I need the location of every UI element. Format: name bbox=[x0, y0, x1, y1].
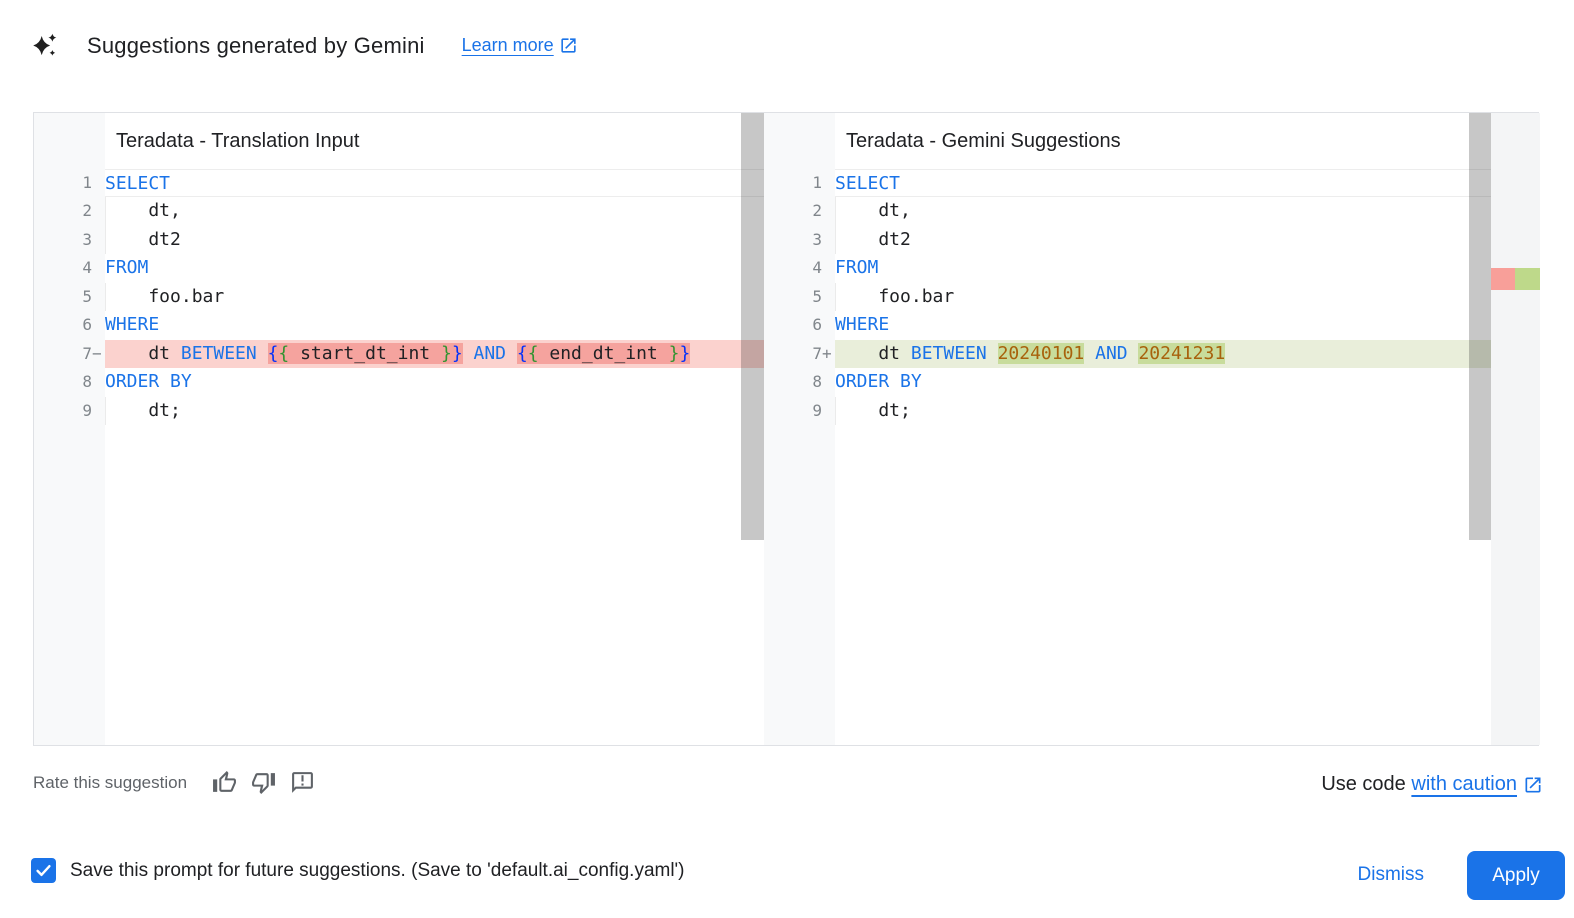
thumb-up-button[interactable] bbox=[211, 769, 238, 796]
open-in-new-icon bbox=[561, 38, 576, 53]
code-text[interactable]: dt BETWEEN {{ start_dt_int }} AND {{ end… bbox=[105, 339, 764, 369]
code-text[interactable]: dt2 bbox=[105, 226, 764, 254]
code-line: 1 SELECT bbox=[34, 169, 764, 198]
gemini-sparkle-icon bbox=[33, 33, 57, 56]
code-text[interactable]: dt2 bbox=[835, 226, 1491, 254]
code-text[interactable]: dt, bbox=[835, 197, 1491, 225]
code-line: 4 FROM bbox=[764, 254, 1491, 282]
line-number-gutter bbox=[764, 113, 835, 745]
feedback-button[interactable] bbox=[289, 769, 316, 796]
line-number: 1 bbox=[812, 173, 822, 192]
code-text[interactable]: dt; bbox=[835, 397, 1491, 425]
checkmark-icon bbox=[36, 864, 51, 877]
line-number: 7+ bbox=[812, 343, 832, 363]
open-in-new-icon bbox=[1525, 777, 1541, 792]
code-line: 2 dt, bbox=[764, 197, 1491, 225]
code-line: 2 dt, bbox=[34, 197, 764, 225]
line-number: 9 bbox=[82, 400, 92, 420]
code-line: 6 WHERE bbox=[764, 311, 1491, 339]
suggestions-header: Suggestions generated by Gemini Learn mo… bbox=[31, 32, 578, 59]
code-text[interactable]: foo.bar bbox=[835, 283, 1491, 311]
line-number: 3 bbox=[812, 229, 822, 249]
line-number: 6 bbox=[82, 315, 92, 335]
apply-button[interactable]: Apply bbox=[1467, 851, 1565, 900]
diff-overview-ruler bbox=[1491, 113, 1540, 745]
code-text[interactable]: ORDER BY bbox=[105, 371, 192, 393]
rate-label: Rate this suggestion bbox=[33, 772, 188, 792]
code-line: 5 foo.bar bbox=[34, 283, 764, 311]
code-text[interactable]: dt BETWEEN 20240101 AND 20241231 bbox=[835, 339, 1491, 369]
code-line: 3 dt2 bbox=[34, 226, 764, 254]
code-line: 4 FROM bbox=[34, 254, 764, 282]
line-number: 2 bbox=[82, 201, 92, 221]
code-text[interactable]: FROM bbox=[105, 257, 149, 279]
code-text[interactable]: dt, bbox=[105, 197, 764, 225]
use-code-text: Use code bbox=[1321, 773, 1412, 795]
code-line: 6 WHERE bbox=[34, 311, 764, 339]
code-text[interactable]: FROM bbox=[835, 257, 879, 279]
line-number: 9 bbox=[812, 400, 822, 420]
code-text[interactable]: SELECT bbox=[835, 169, 1491, 198]
line-number: 5 bbox=[82, 286, 92, 306]
vertical-scrollbar[interactable] bbox=[741, 113, 764, 540]
learn-more-link[interactable]: Learn more bbox=[462, 35, 578, 56]
added-diff-marker bbox=[1515, 268, 1540, 290]
code-line: 7+ dt BETWEEN 20240101 AND 20241231 bbox=[764, 339, 1491, 369]
code-line: 7− dt BETWEEN {{ start_dt_int }} AND {{ … bbox=[34, 339, 764, 369]
feedback-icon bbox=[292, 772, 313, 793]
line-number: 4 bbox=[812, 258, 822, 278]
code-line: 8 ORDER BY bbox=[34, 368, 764, 396]
page-title: Suggestions generated by Gemini bbox=[87, 32, 425, 58]
save-prompt-label: Save this prompt for future suggestions.… bbox=[70, 860, 685, 881]
code-line: 5 foo.bar bbox=[764, 283, 1491, 311]
code-line: 8 ORDER BY bbox=[764, 368, 1491, 396]
line-number: 1 bbox=[82, 173, 92, 192]
code-line: 1 SELECT bbox=[764, 169, 1491, 198]
with-caution-link[interactable]: with caution bbox=[1411, 773, 1517, 795]
dismiss-button[interactable]: Dismiss bbox=[1350, 852, 1433, 898]
code-text[interactable]: SELECT bbox=[105, 169, 764, 198]
code-text[interactable]: foo.bar bbox=[105, 283, 764, 311]
line-number: 5 bbox=[812, 286, 822, 306]
line-number: 3 bbox=[82, 229, 92, 249]
code-line: 3 dt2 bbox=[764, 226, 1491, 254]
code-text[interactable]: dt; bbox=[105, 397, 764, 425]
line-number: 7− bbox=[82, 343, 102, 363]
save-prompt-checkbox[interactable] bbox=[31, 858, 56, 883]
thumb-up-icon bbox=[213, 771, 237, 792]
thumb-down-icon bbox=[252, 773, 276, 794]
line-number-gutter bbox=[34, 113, 105, 745]
code-line: 9 dt; bbox=[34, 397, 764, 425]
line-number: 2 bbox=[812, 201, 822, 221]
removed-diff-marker bbox=[1491, 268, 1515, 290]
panel-title: Teradata - Translation Input bbox=[116, 130, 360, 152]
line-number: 8 bbox=[82, 372, 92, 392]
line-number: 8 bbox=[812, 372, 822, 392]
line-number: 4 bbox=[82, 258, 92, 278]
line-number: 6 bbox=[812, 315, 822, 335]
code-text[interactable]: WHERE bbox=[105, 314, 160, 336]
panel-title: Teradata - Gemini Suggestions bbox=[846, 130, 1121, 152]
code-text[interactable]: ORDER BY bbox=[835, 371, 922, 393]
code-line: 9 dt; bbox=[764, 397, 1491, 425]
vertical-scrollbar[interactable] bbox=[1469, 113, 1491, 540]
code-text[interactable]: WHERE bbox=[835, 314, 890, 336]
thumb-down-button[interactable] bbox=[250, 769, 277, 796]
use-code-caution-row: Use code with caution bbox=[1321, 773, 1543, 796]
rate-suggestion-row: Rate this suggestion bbox=[33, 769, 328, 796]
